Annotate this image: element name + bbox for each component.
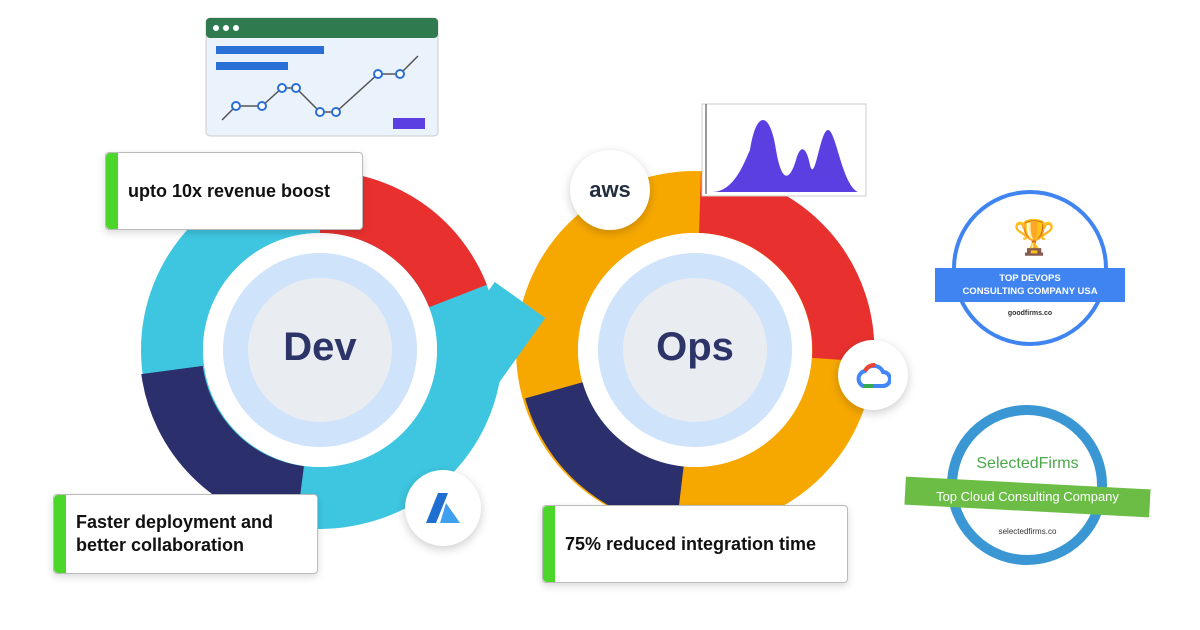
dev-label: Dev bbox=[283, 325, 357, 369]
area-chart-illustration bbox=[701, 103, 867, 197]
selectedfirms-badge: SelectedFirms Top Cloud Consulting Compa… bbox=[904, 405, 1151, 580]
deployment-card: Faster deployment and better collaborati… bbox=[53, 494, 318, 574]
line-chart-illustration bbox=[205, 17, 439, 137]
ops-label: Ops bbox=[656, 325, 734, 369]
right-ring-navy bbox=[525, 380, 685, 528]
google-cloud-icon bbox=[838, 340, 908, 410]
crossing-cyan bbox=[327, 281, 546, 528]
azure-icon bbox=[405, 470, 481, 546]
right-ring-red bbox=[698, 171, 875, 363]
left-ring-navy bbox=[141, 365, 305, 528]
aws-icon: aws bbox=[570, 150, 650, 230]
integration-card: 75% reduced integration time bbox=[542, 505, 848, 583]
trophy-icon: 🏆 bbox=[1013, 219, 1056, 257]
revenue-card: upto 10x revenue boost bbox=[105, 152, 363, 230]
